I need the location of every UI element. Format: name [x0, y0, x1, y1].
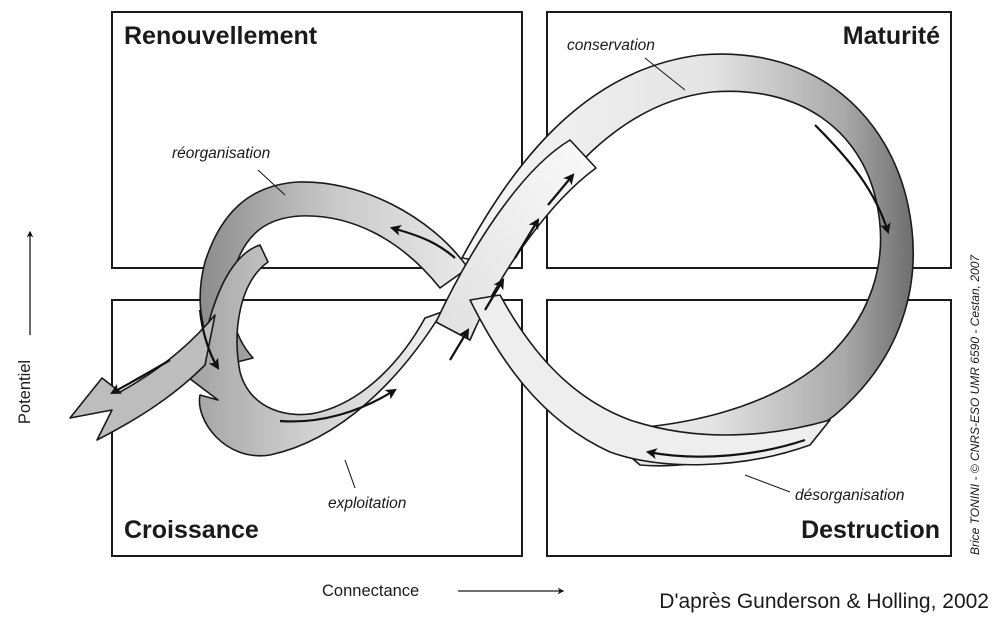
leader-desorganisation	[744, 474, 791, 493]
ribbon-desorganisation-band	[469, 294, 831, 466]
flow-arrow-tail	[110, 359, 171, 395]
flow-arrow-growth-4	[547, 173, 575, 206]
flow-arrow-growth-1	[449, 328, 470, 361]
image-credit: Brice TONINI - © CNRS-ESO UMR 6590 - Ces…	[968, 254, 982, 555]
ribbon-arrow-tail	[69, 314, 216, 441]
phase-label-reorganisation: réorganisation	[172, 145, 270, 162]
flow-arrow-reorganisation	[389, 225, 456, 259]
flow-arrow-growth-3	[514, 218, 540, 259]
quadrant-box-renouvellement	[111, 11, 523, 269]
quadrant-label-croissance: Croissance	[124, 516, 259, 544]
flow-arrow-growth-2	[484, 278, 505, 311]
quadrant-label-renouvellement: Renouvellement	[124, 22, 318, 50]
flow-arrow-exploitation	[279, 388, 397, 423]
ribbon-exploitation-loop	[167, 244, 443, 457]
phase-label-exploitation: exploitation	[328, 495, 406, 512]
phase-label-desorganisation: désorganisation	[795, 487, 904, 504]
leader-conservation	[644, 57, 686, 91]
source-citation: D'après Gunderson & Holling, 2002	[659, 590, 989, 613]
flow-arrow-loop-down	[198, 309, 220, 370]
quadrant-label-destruction: Destruction	[801, 516, 940, 544]
leader-exploitation	[344, 459, 356, 489]
axis-label-connectance: Connectance	[322, 582, 419, 600]
flow-arrow-conservation	[814, 124, 891, 235]
quadrant-label-maturite: Maturité	[843, 22, 940, 50]
axis-label-potentiel: Potentiel	[16, 360, 34, 424]
leader-reorganisation	[257, 169, 286, 196]
phase-label-conservation: conservation	[567, 37, 655, 54]
flow-arrow-desorganisation	[645, 438, 806, 460]
